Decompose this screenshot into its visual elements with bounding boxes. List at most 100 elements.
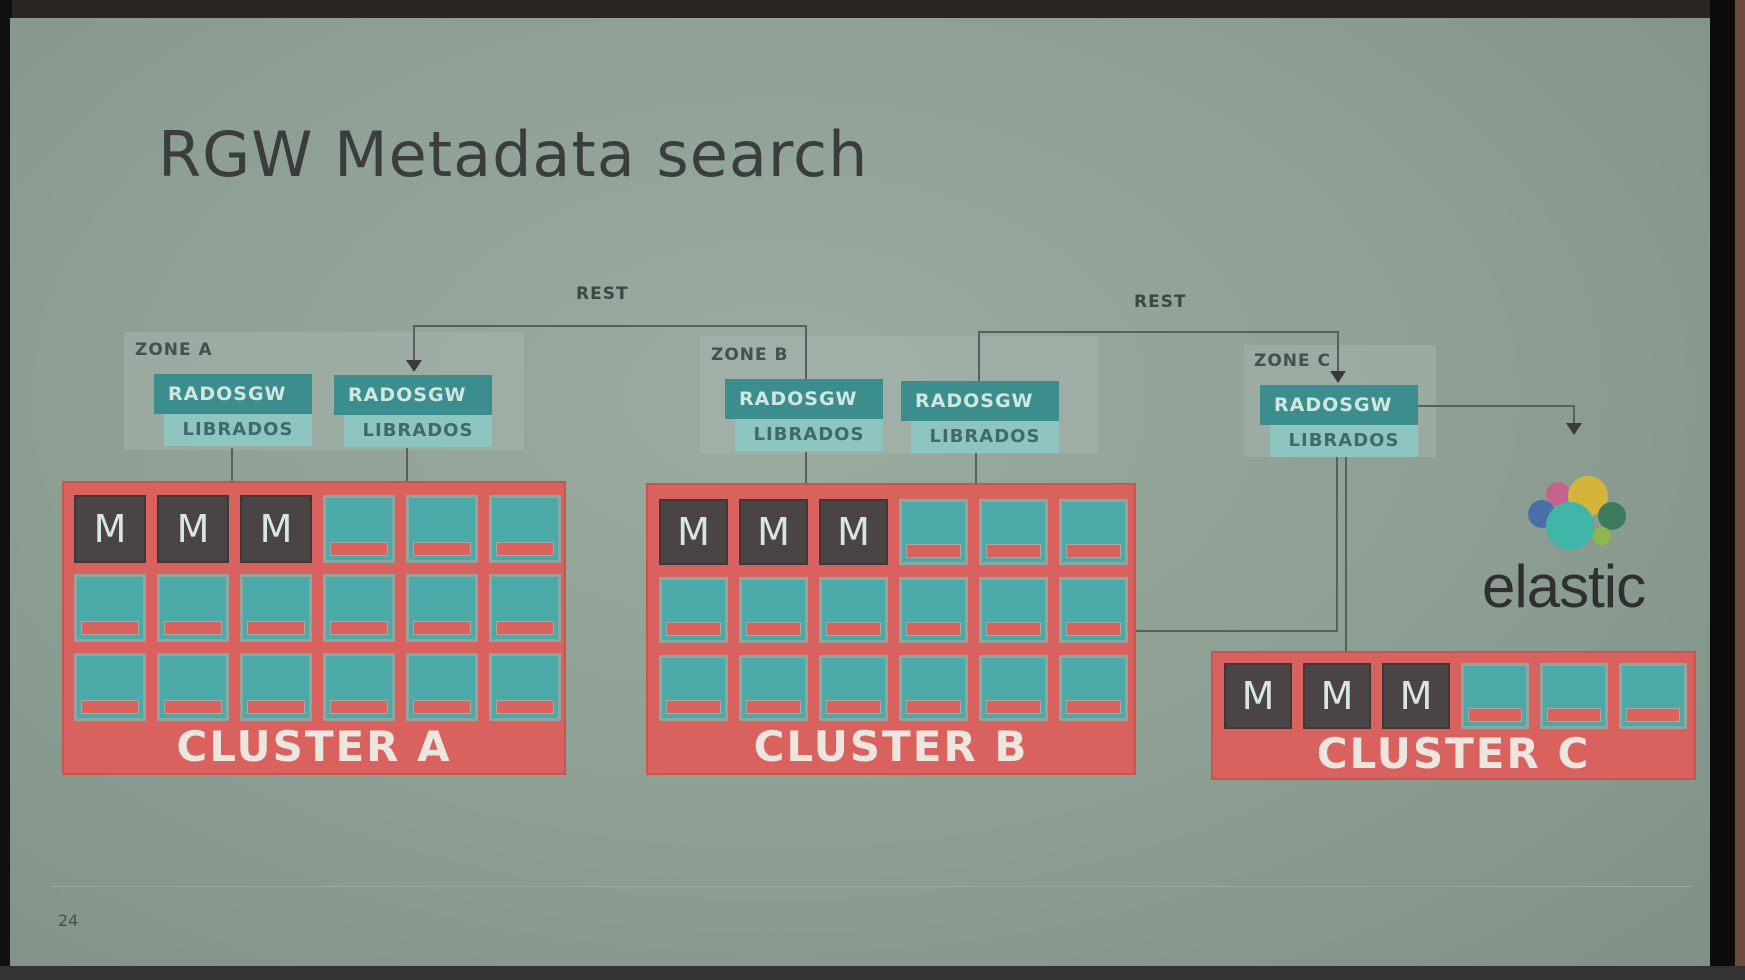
zone-a-label: ZONE A (135, 340, 213, 360)
osd-node (739, 655, 808, 721)
radosgw-label: RADOSGW (725, 379, 883, 419)
osd-node (1619, 663, 1687, 729)
disk-bar (906, 700, 961, 714)
cluster-a-label: CLUSTER A (176, 722, 452, 771)
librados-link-c-to-b-v (1336, 456, 1338, 632)
osd-node (979, 499, 1048, 565)
zone-c-label: ZONE C (1254, 351, 1332, 371)
cluster-b-label: CLUSTER B (753, 722, 1029, 771)
wall-edge (1735, 0, 1745, 980)
disk-bar (164, 700, 222, 714)
elastic-wordmark: elastic (1482, 553, 1646, 620)
osd-node (819, 577, 888, 643)
disk-bar (746, 700, 801, 714)
monitor-node: M (819, 499, 888, 565)
osd-node (1461, 663, 1529, 729)
osd-node (659, 655, 728, 721)
osd-node (240, 574, 312, 642)
disk-bar (330, 542, 388, 556)
osd-node (406, 574, 478, 642)
footer-divider (52, 886, 1692, 887)
disk-bar (906, 544, 961, 558)
monitor-node: M (240, 495, 312, 563)
radosgw-label: RADOSGW (154, 374, 312, 414)
osd-node (157, 653, 229, 721)
disk-bar (666, 622, 721, 636)
rest-connector-left-v2 (805, 325, 807, 380)
librados-label: LIBRADOS (1270, 425, 1418, 457)
disk-bar (1066, 622, 1121, 636)
osd-node (240, 653, 312, 721)
monitor-node: M (1382, 663, 1450, 729)
cluster-a-grid: M M M (74, 495, 561, 721)
osd-node (323, 653, 395, 721)
radosgw-node: RADOSGW LIBRADOS (901, 381, 1059, 453)
disk-bar (1626, 708, 1680, 722)
disk-bar (1468, 708, 1522, 722)
radosgw-node: RADOSGW LIBRADOS (334, 375, 492, 447)
disk-bar (413, 542, 471, 556)
radosgw-node: RADOSGW LIBRADOS (154, 374, 312, 446)
librados-label: LIBRADOS (735, 419, 883, 451)
osd-node (819, 655, 888, 721)
osd-node (1059, 499, 1128, 565)
cluster-a: M M M CLUSTER A (62, 481, 566, 775)
osd-node (979, 655, 1048, 721)
osd-node (489, 653, 561, 721)
monitor-node: M (739, 499, 808, 565)
disk-bar (986, 700, 1041, 714)
disk-bar (986, 622, 1041, 636)
osd-node (899, 577, 968, 643)
radosgw-node: RADOSGW LIBRADOS (1260, 385, 1418, 457)
zone-b-label: ZONE B (711, 345, 789, 365)
osd-node (323, 495, 395, 563)
rest-label-right: REST (1134, 292, 1187, 312)
monitor-node: M (1303, 663, 1371, 729)
page-number: 24 (58, 911, 79, 930)
screen-bezel-left (0, 0, 12, 980)
disk-bar (413, 700, 471, 714)
monitor-node: M (157, 495, 229, 563)
osd-node (406, 653, 478, 721)
librados-label: LIBRADOS (911, 421, 1059, 453)
librados-label: LIBRADOS (164, 414, 312, 446)
radosgw-label: RADOSGW (901, 381, 1059, 421)
arrow-down-icon (406, 360, 422, 372)
radosgw-node: RADOSGW LIBRADOS (725, 379, 883, 451)
librados-link-c-to-b-h (1135, 630, 1338, 632)
osd-node (489, 574, 561, 642)
osd-node (406, 495, 478, 563)
osd-node (74, 574, 146, 642)
arrow-down-icon (1566, 423, 1582, 435)
osd-node (899, 499, 968, 565)
disk-bar (1066, 700, 1121, 714)
osd-node (979, 577, 1048, 643)
disk-bar (1547, 708, 1601, 722)
osd-node (739, 577, 808, 643)
disk-bar (413, 621, 471, 635)
disk-bar (746, 622, 801, 636)
disk-bar (247, 621, 305, 635)
disk-bar (247, 700, 305, 714)
osd-node (74, 653, 146, 721)
cluster-b: M M M CLUSTER B (646, 483, 1136, 775)
rest-connector-right-v1 (978, 331, 980, 381)
disk-bar (496, 542, 554, 556)
osd-node (323, 574, 395, 642)
disk-bar (986, 544, 1041, 558)
elastic-connector-h (1414, 405, 1574, 407)
disk-bar (330, 700, 388, 714)
cluster-c-label: CLUSTER C (1316, 729, 1591, 778)
osd-node (1059, 577, 1128, 643)
arrow-down-icon (1330, 371, 1346, 383)
disk-bar (164, 621, 222, 635)
librados-link-b1 (805, 452, 807, 484)
disk-bar (330, 621, 388, 635)
disk-bar (81, 700, 139, 714)
osd-node (1540, 663, 1608, 729)
osd-node (1059, 655, 1128, 721)
monitor-node: M (659, 499, 728, 565)
cluster-c-grid: M M M (1224, 663, 1687, 729)
monitor-node: M (1224, 663, 1292, 729)
disk-bar (1066, 544, 1121, 558)
